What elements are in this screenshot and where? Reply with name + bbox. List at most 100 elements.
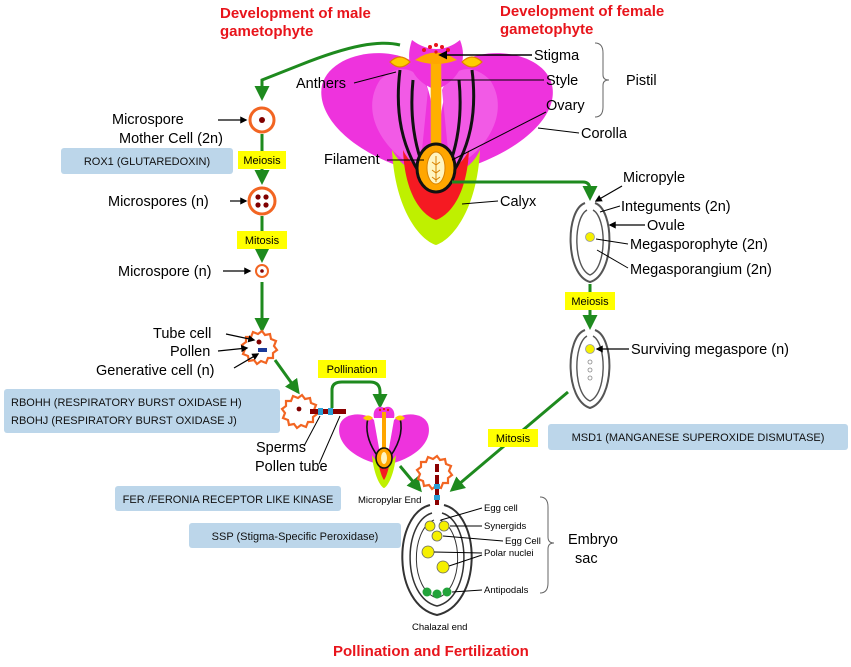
ovary-label: Ovary <box>546 98 585 114</box>
embryo-sac-label-line1: Embryo <box>568 532 618 548</box>
synergids-label: Synergids <box>484 521 526 532</box>
ovules-inside <box>431 156 441 182</box>
integuments-label: Integuments (2n) <box>621 199 731 215</box>
megasporangium-label: Megasporangium (2n) <box>630 262 772 278</box>
antipodals-pointer <box>451 589 483 593</box>
small-flower-illustration <box>339 406 429 488</box>
egg-cell-pointer <box>440 507 483 521</box>
fer-box: FER /FERONIA RECEPTOR LIKE KINASE <box>115 486 341 511</box>
pollen-tube-label: Pollen tube <box>255 459 328 475</box>
polar-nuclei-label: Polar nuclei <box>484 548 534 559</box>
pistil-brace <box>594 42 610 118</box>
megasporangium-pointer <box>596 249 629 269</box>
tube-cell-pointer <box>225 333 256 343</box>
antipodal-2 <box>432 589 442 599</box>
calyx-label: Calyx <box>500 194 537 210</box>
surviving-megaspore-label: Surviving megaspore (n) <box>631 342 789 358</box>
chalazal-end-label: Chalazal end <box>412 622 467 633</box>
arrow-anther-to-mother-cell <box>254 41 401 101</box>
arrow-ovary-to-ovule <box>452 180 598 201</box>
approaching-pollen <box>415 454 454 515</box>
embryo-sac-label-line2: sac <box>575 551 598 567</box>
bottom-title: Pollination and Fertilization <box>333 643 529 660</box>
micropylar-end-label: Micropylar End <box>358 495 421 506</box>
arrow-pollination <box>330 380 388 409</box>
rbohj-text: RBOHJ (RESPIRATORY BURST OXIDASE J) <box>11 415 237 427</box>
corolla-label: Corolla <box>581 126 628 142</box>
fer-text: FER /FERONIA RECEPTOR LIKE KINASE <box>123 494 334 506</box>
sperms-pointer <box>303 415 321 447</box>
meiosis-female-text: Meiosis <box>571 296 609 308</box>
ovule-drawing <box>569 202 611 284</box>
antipodal-1 <box>422 587 432 597</box>
embryo-sac-drawing <box>401 504 473 617</box>
corolla-pointer <box>537 127 580 134</box>
generative-cell-label: Generative cell (n) <box>96 363 214 379</box>
microspore-mother-cell <box>248 106 276 134</box>
pollen-pointer <box>217 345 249 353</box>
micropyle-label: Micropyle <box>623 170 685 186</box>
tube-cell-label: Tube cell <box>153 326 211 342</box>
polar-nucleus-1 <box>421 545 435 559</box>
stigma-papillae <box>422 43 450 54</box>
rox1-text: ROX1 (GLUTAREDOXIN) <box>84 156 210 168</box>
microspore-label: Microspore (n) <box>118 264 211 280</box>
sperm-2 <box>328 408 333 415</box>
pollen-tube-pointer <box>318 415 341 465</box>
single-microspore <box>255 264 269 278</box>
megasporophyte-label: Megasporophyte (2n) <box>630 237 768 253</box>
generative-cell-pointer <box>233 353 260 369</box>
stigma-label: Stigma <box>534 48 580 64</box>
anthers-label: Anthers <box>296 76 346 92</box>
calyx-pointer <box>461 200 499 205</box>
style-shape <box>430 54 442 156</box>
meiosis-male-box: Meiosis <box>238 151 286 169</box>
female-title-line2: gametophyte <box>500 21 593 38</box>
pistil-label: Pistil <box>626 73 657 89</box>
megasporophyte-pointer <box>595 238 629 245</box>
msd1-box: MSD1 (MANGANESE SUPEROXIDE DISMUTASE) <box>548 424 848 450</box>
egg-cell2-label: Egg Cell <box>505 536 541 547</box>
embryo-sperm-2 <box>434 495 440 500</box>
sperm-1 <box>318 408 323 415</box>
anther-right <box>461 56 483 68</box>
mitosis-male-text: Mitosis <box>245 235 280 247</box>
synergid-right <box>438 520 450 532</box>
microspores-label: Microspores (n) <box>108 194 209 210</box>
microspore-mother-label-line2: Mother Cell (2n) <box>119 131 223 147</box>
antipodal-3 <box>442 587 452 597</box>
embryo-sac-brace <box>539 496 555 594</box>
meiosis-female-box: Meiosis <box>565 292 615 310</box>
rbohh-text: RBOHH (RESPIRATORY BURST OXIDASE H) <box>11 397 242 409</box>
polar-nuclei-pointer-2 <box>448 554 483 567</box>
sperms-label: Sperms <box>256 440 306 456</box>
mitosis-female-text: Mitosis <box>496 433 531 445</box>
germinating-pollen <box>280 393 346 430</box>
mitosis-male-box: Mitosis <box>237 231 287 249</box>
ovule-label: Ovule <box>647 218 685 234</box>
style-label: Style <box>546 73 578 89</box>
female-title-line1: Development of female <box>500 3 664 20</box>
msd1-text: MSD1 (MANGANESE SUPEROXIDE DISMUTASE) <box>572 432 825 444</box>
rox1-box: ROX1 (GLUTAREDOXIN) <box>61 148 233 174</box>
megaspore-ovule-drawing <box>569 329 611 410</box>
arrow-small-flower-to-embryo-sac <box>398 465 422 493</box>
egg-cell-shape <box>431 530 443 542</box>
ssp-text: SSP (Stigma-Specific Peroxidase) <box>212 531 379 543</box>
ssp-box: SSP (Stigma-Specific Peroxidase) <box>189 523 401 548</box>
pollen-grain <box>240 329 279 366</box>
rbohh-rbohj-box: RBOHH (RESPIRATORY BURST OXIDASE H) RBOH… <box>4 389 280 433</box>
synergid-left <box>424 520 436 532</box>
egg-cell2-pointer <box>442 535 504 542</box>
egg-cell-label: Egg cell <box>484 503 518 514</box>
meiosis-male-text: Meiosis <box>243 155 281 167</box>
pollen-label: Pollen <box>170 344 210 360</box>
microspores-tetrad <box>247 186 277 216</box>
polar-nuclei-pointer-1 <box>433 551 483 554</box>
male-title-line2: gametophyte <box>220 23 313 40</box>
micropyle-pointer <box>594 185 623 202</box>
anthers-pointer <box>353 71 397 84</box>
embryo-sperm-1 <box>434 484 440 489</box>
